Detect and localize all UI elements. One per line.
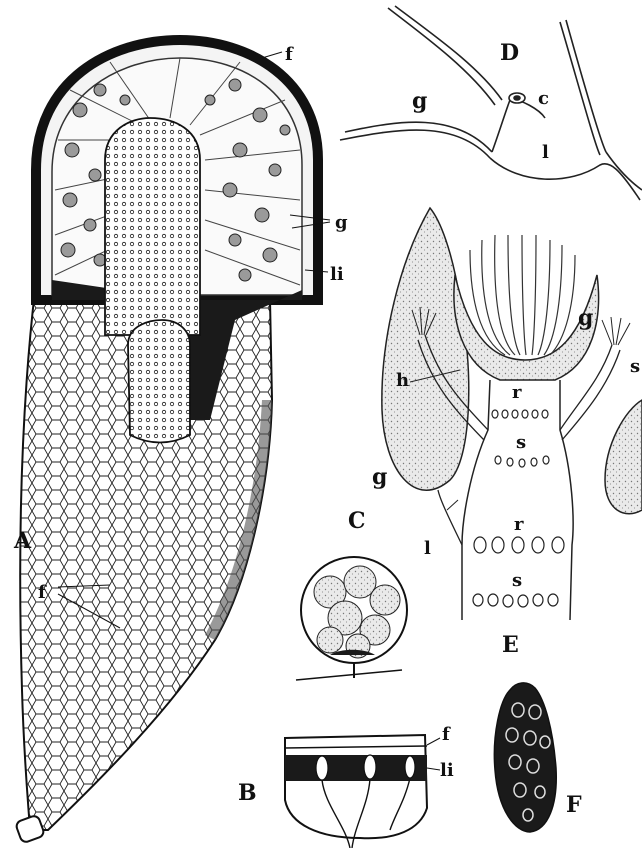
- panel-f-letter: F: [566, 792, 582, 818]
- panel-d-labels: D g c l: [412, 40, 549, 163]
- panel-d-label-l: l: [542, 142, 549, 163]
- panel-d-label-c: c: [538, 88, 549, 109]
- panel-e-filament-drawing: [382, 208, 642, 620]
- panel-b-label-li: li: [440, 760, 454, 781]
- panel-a-label-f-cells: f: [38, 582, 47, 603]
- panel-e-label-s-upper: s: [516, 432, 526, 453]
- panel-a-label-f-top: f: [285, 44, 294, 65]
- panel-f-antheridium-drawing: [494, 683, 556, 832]
- panel-c-letter: C: [348, 508, 366, 534]
- panel-a-letter: A: [13, 528, 32, 554]
- panel-a-label-g: g: [335, 212, 348, 233]
- panel-d-letter: D: [500, 40, 519, 66]
- panel-a-label-li: li: [330, 264, 344, 285]
- panel-e-label-r-lower: r: [514, 514, 524, 535]
- panel-b-wall-section-drawing: [285, 735, 440, 848]
- panel-b-letter: B: [238, 780, 257, 806]
- panel-e-label-h: h: [396, 370, 409, 391]
- panel-e-label-g-left: g: [372, 464, 387, 490]
- panel-c-oogonium-drawing: [296, 557, 407, 680]
- panel-e-label-l: l: [424, 538, 431, 559]
- panel-e-label-s-lower: s: [512, 570, 522, 591]
- panel-d-cell-junction-drawing: [340, 6, 642, 200]
- panel-b-label-f: f: [442, 724, 451, 745]
- panel-e-label-g-right: g: [578, 305, 593, 331]
- panel-d-label-g: g: [412, 88, 427, 114]
- panel-e-letter: E: [502, 632, 519, 658]
- panel-e-label-r-upper: r: [512, 382, 522, 403]
- panel-a-receptacle-drawing: [15, 40, 318, 843]
- panel-e-label-s-edge: s: [630, 356, 640, 377]
